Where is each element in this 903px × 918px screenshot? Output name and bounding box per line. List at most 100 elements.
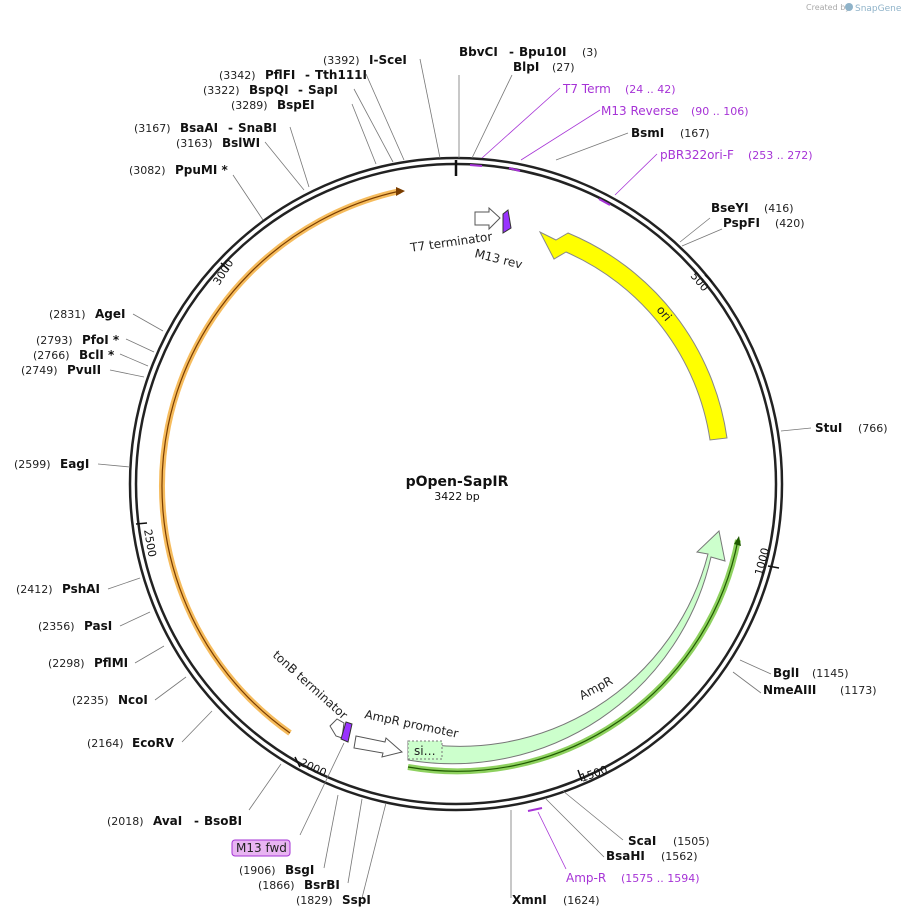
enzyme-label-bspei: (3289) BspEI <box>231 98 315 112</box>
svg-text:Amp-R: Amp-R <box>566 871 606 885</box>
enzyme-label-bbvci: BbvCI - Bpu10I (3) <box>459 45 598 59</box>
svg-text:SapI: SapI <box>308 83 338 97</box>
svg-text:BsrBI: BsrBI <box>304 878 340 892</box>
tick-label-1500: 1500 <box>579 763 610 785</box>
svg-text:EagI: EagI <box>60 457 89 471</box>
svg-text:BsaHI: BsaHI <box>606 849 645 863</box>
svg-text:(1866): (1866) <box>258 879 295 892</box>
svg-text:(2412): (2412) <box>16 583 53 596</box>
primer-label-m13-fwd: M13 fwd <box>231 839 291 857</box>
enzyme-label-pasi: (2356) PasI <box>38 619 112 633</box>
svg-text:XmnI: XmnI <box>512 893 547 907</box>
svg-text:(1906): (1906) <box>239 864 276 877</box>
svg-text:BglI: BglI <box>773 666 799 680</box>
primer-bar-pbr322ori-f <box>598 198 611 206</box>
svg-text:(3392): (3392) <box>323 54 360 67</box>
enzyme-label-pfoi: (2793) PfoI * <box>36 333 120 347</box>
snapgene-logo-icon <box>845 3 853 11</box>
enzyme-label-bspqi: (3322) BspQI - SapI <box>203 83 338 97</box>
svg-text:BsoBI: BsoBI <box>204 814 242 828</box>
primer-label-m13-reverse: M13 Reverse (90 .. 106) <box>601 104 749 118</box>
svg-text:-: - <box>509 45 514 59</box>
svg-text:(766): (766) <box>858 422 888 435</box>
primer-label-pbr322ori-f: pBR322ori-F (253 .. 272) <box>660 148 813 162</box>
svg-text:I-SceI: I-SceI <box>369 53 407 67</box>
svg-text:SnaBI: SnaBI <box>238 121 277 135</box>
enzyme-label-pflmi: (2298) PflMI <box>48 656 128 670</box>
primer-leader-lines <box>481 87 658 870</box>
enzyme-label-eagi: (2599) EagI <box>14 457 89 471</box>
svg-text:BbvCI: BbvCI <box>459 45 498 59</box>
enzyme-label-pspfi: PspFI (420) <box>723 216 805 230</box>
svg-text:PshAI: PshAI <box>62 582 100 596</box>
svg-text:(3163): (3163) <box>176 137 213 150</box>
svg-text:BsaAI: BsaAI <box>180 121 218 135</box>
svg-text:(3082): (3082) <box>129 164 166 177</box>
orf-orange-arrowhead-icon <box>396 187 405 196</box>
tick-2500: 2500 <box>135 522 159 558</box>
svg-text:(2599): (2599) <box>14 458 51 471</box>
enzyme-label-bsgi: (1906) BsgI <box>239 863 314 877</box>
svg-text:AgeI: AgeI <box>95 307 125 321</box>
svg-text:NmeAIII: NmeAIII <box>763 683 816 697</box>
svg-text:BsgI: BsgI <box>285 863 314 877</box>
svg-text:-: - <box>194 814 199 828</box>
svg-text:BslWI: BslWI <box>222 136 260 150</box>
enzyme-label-agei: (2831) AgeI <box>49 307 125 321</box>
tick-500: 500 <box>688 270 713 294</box>
svg-text:PasI: PasI <box>84 619 112 633</box>
svg-text:(3167): (3167) <box>134 122 171 135</box>
enzyme-label-bgli: BglI (1145) <box>773 666 849 680</box>
tonb-terminator-label: tonB terminator <box>270 648 350 722</box>
svg-text:-: - <box>305 68 310 82</box>
tick-label-2500: 2500 <box>141 528 159 558</box>
primer-bar-amp-r <box>527 807 543 812</box>
backbone-outer-strand <box>128 156 784 812</box>
enzyme-label-ncoi: (2235) NcoI <box>72 693 148 707</box>
svg-text:(3322): (3322) <box>203 84 240 97</box>
enzyme-label-bslwi: (3163) BslWI <box>176 136 260 150</box>
svg-text:(3289): (3289) <box>231 99 268 112</box>
svg-text:EcoRV: EcoRV <box>132 736 175 750</box>
svg-text:(2749): (2749) <box>21 364 58 377</box>
m13-rev-feature <box>502 209 512 234</box>
snapgene-credit: Created by SnapGene <box>806 3 902 14</box>
primer-bar-m13-reverse <box>508 167 521 172</box>
enzyme-label-pshai: (2412) PshAI <box>16 582 100 596</box>
svg-text:Tth111I: Tth111I <box>315 68 367 82</box>
primer-label-amp-r: Amp-R (1575 .. 1594) <box>566 871 700 885</box>
svg-text:BlpI: BlpI <box>513 60 539 74</box>
svg-text:(2793): (2793) <box>36 334 73 347</box>
enzyme-label-i-scei: (3392) I-SceI <box>323 53 407 67</box>
m13-fwd-leader-line <box>299 742 345 836</box>
signal-peptide-feature <box>407 740 443 760</box>
svg-text:(3342): (3342) <box>219 69 256 82</box>
svg-text:NcoI: NcoI <box>118 693 148 707</box>
enzyme-label-avai: (2018) AvaI - BsoBI <box>107 814 242 828</box>
m13-fwd-feature <box>340 721 353 743</box>
svg-text:(2766): (2766) <box>33 349 70 362</box>
ori-feature <box>538 230 728 441</box>
svg-text:-: - <box>228 121 233 135</box>
svg-text:(27): (27) <box>552 61 575 74</box>
enzyme-label-sspi: (1829) SspI <box>296 893 371 907</box>
svg-text:Bpu10I: Bpu10I <box>519 45 566 59</box>
ampr-promoter-feature <box>353 735 404 758</box>
tick-label-500: 500 <box>688 270 711 294</box>
svg-text:(1575 .. 1594): (1575 .. 1594) <box>621 872 700 885</box>
primer-label-t7-term: T7 Term (24 .. 42) <box>562 82 676 96</box>
orf-green-arrowhead-icon <box>734 536 741 546</box>
enzyme-label-ecorv: (2164) EcoRV <box>87 736 175 750</box>
svg-text:PfoI *: PfoI * <box>82 333 120 347</box>
orf-green-line <box>407 539 739 772</box>
svg-text:PspFI: PspFI <box>723 216 760 230</box>
svg-text:StuI: StuI <box>815 421 842 435</box>
m13-fwd-highlight <box>231 839 291 857</box>
svg-text:BsmI: BsmI <box>631 126 664 140</box>
svg-text:(167): (167) <box>680 127 710 140</box>
signal-peptide-label: si… <box>414 744 436 758</box>
svg-text:BclI *: BclI * <box>79 348 115 362</box>
svg-text:PpuMI *: PpuMI * <box>175 163 229 177</box>
t7-terminator-feature <box>474 206 501 231</box>
